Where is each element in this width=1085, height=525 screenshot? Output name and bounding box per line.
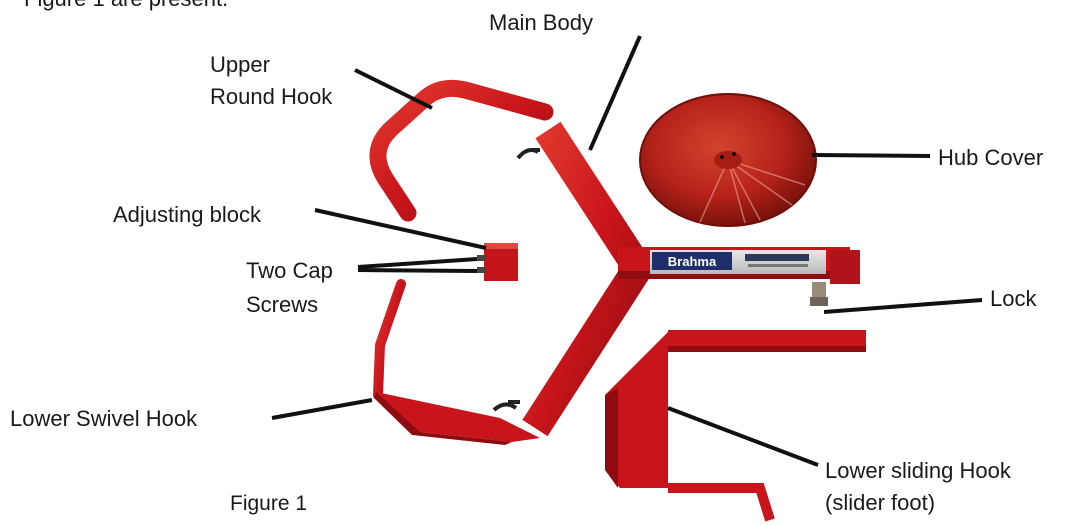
- label-upper-round-hook-line2: Round Hook: [210, 84, 332, 109]
- wing-nut-lower: [494, 402, 520, 410]
- leader-cap-screw-1: [358, 259, 477, 267]
- brand-text: Brahma: [668, 254, 717, 269]
- label-hub-cover: Hub Cover: [938, 145, 1043, 170]
- wing-nut-upper: [518, 150, 540, 158]
- leader-upper-round-hook: [355, 70, 432, 108]
- header-fragment: Figure 1 are present.: [24, 0, 228, 11]
- label-lower-swivel-hook: Lower Swivel Hook: [10, 406, 197, 431]
- lower-sliding-hook-rod: [668, 488, 770, 520]
- label-upper-round-hook-line1: Upper: [210, 52, 270, 77]
- leader-lower-swivel-hook: [272, 400, 372, 418]
- leader-hub-cover: [812, 155, 930, 156]
- figure-caption: Figure 1: [230, 491, 307, 516]
- upper-round-hook: [378, 88, 545, 213]
- label-lock: Lock: [990, 286, 1036, 311]
- leader-lock: [824, 300, 982, 312]
- label-adjusting-block: Adjusting block: [113, 202, 261, 227]
- label-two-cap-screws-line1: Two Cap: [246, 258, 333, 283]
- leader-main-body: [590, 36, 640, 150]
- leader-cap-screw-2: [358, 270, 477, 271]
- label-lower-sliding-hook-line2: (slider foot): [825, 490, 935, 515]
- label-main-body: Main Body: [489, 10, 593, 35]
- lower-swivel-hook-rod: [378, 284, 401, 395]
- label-two-cap-screws-line2: Screws: [246, 292, 318, 317]
- leader-lower-sliding-hook: [668, 408, 818, 465]
- label-lower-sliding-hook-line1: Lower sliding Hook: [825, 458, 1011, 483]
